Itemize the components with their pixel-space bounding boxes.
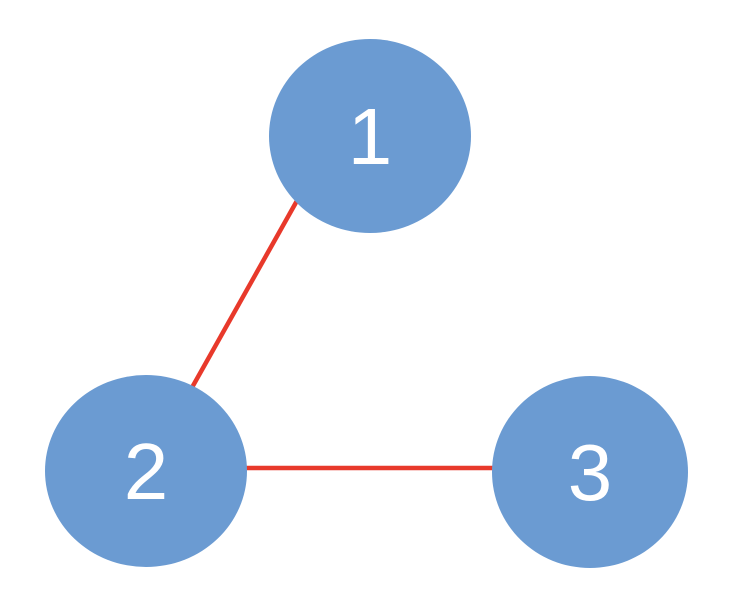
edges-layer: [183, 188, 505, 471]
graph-node-2[interactable]: 2: [45, 375, 247, 567]
graph-edge-1-2[interactable]: [183, 188, 305, 402]
graph-node-1[interactable]: 1: [269, 39, 471, 233]
node-circle-2[interactable]: [45, 375, 247, 567]
node-circle-1[interactable]: [269, 39, 471, 233]
node-label-1: 1: [348, 92, 393, 181]
node-label-3: 3: [568, 428, 613, 517]
node-label-2: 2: [124, 427, 169, 516]
graph-node-3[interactable]: 3: [492, 376, 688, 568]
nodes-layer: 1 2 3: [45, 39, 688, 568]
node-circle-3[interactable]: [492, 376, 688, 568]
